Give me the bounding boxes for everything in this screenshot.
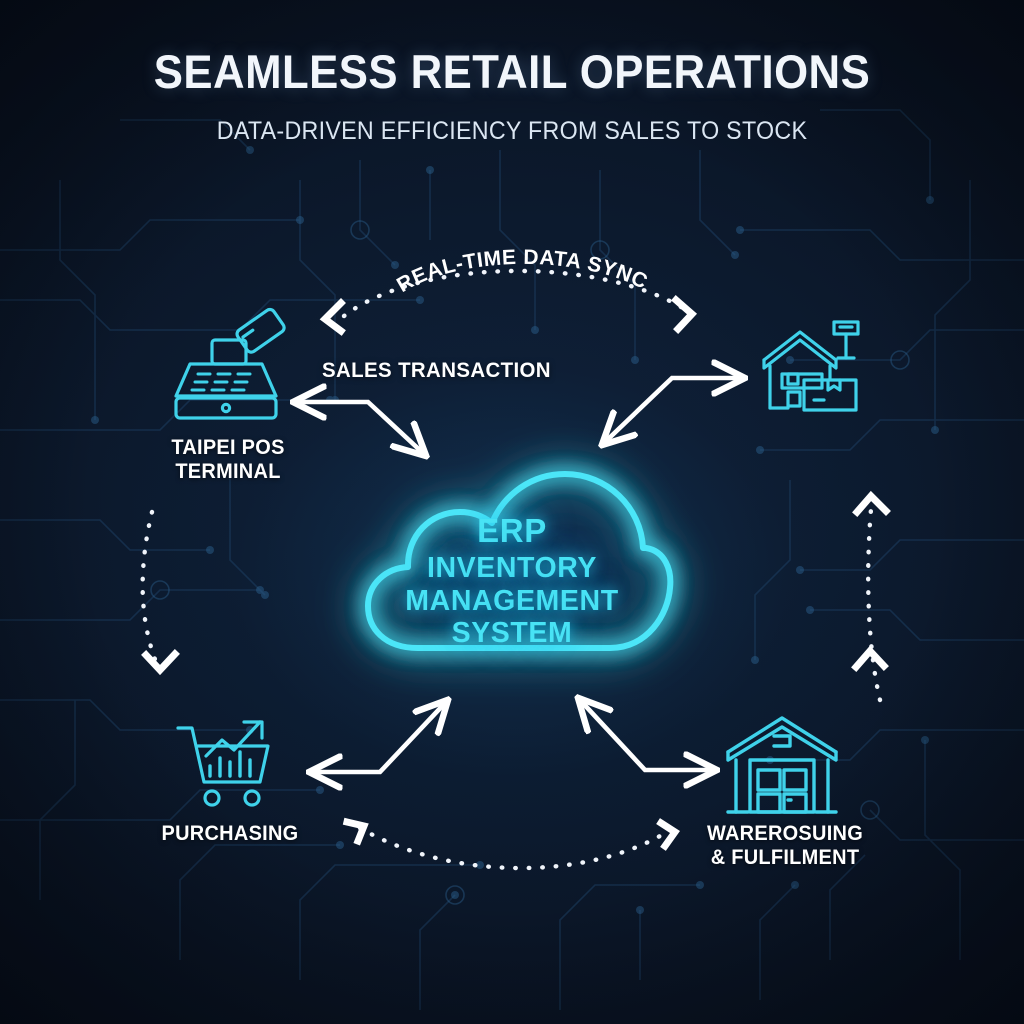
erp-cloud-shape <box>365 471 674 651</box>
arrow-pos-cloud <box>296 402 424 454</box>
flow-label-sales-transaction: SALES TRANSACTION <box>322 358 551 382</box>
shopping-cart-chart-icon <box>176 720 270 807</box>
dotted-arc-right-arrowheads <box>851 490 891 672</box>
dotted-arc-top <box>341 268 689 319</box>
dotted-arc-bottom-arrowheads <box>342 817 680 851</box>
cash-register-icon <box>174 307 286 420</box>
node-label-purchasing: PURCHASING <box>161 822 299 845</box>
node-label-warehouse: WAREROSUING & FULFILMENT <box>706 822 864 869</box>
warehouse-box-icon <box>762 320 860 412</box>
page-title: SEAMLESS RETAIL OPERATIONS <box>153 45 871 98</box>
arrow-cloud-storefront <box>604 378 742 443</box>
dotted-arc-top-arrowheads <box>319 295 698 336</box>
node-label-pos: TAIPEI POS TERMINAL <box>171 436 285 483</box>
dotted-arc-left <box>140 509 159 665</box>
dotted-arc-left-arrowhead <box>141 649 180 676</box>
arrow-purchasing-cloud <box>312 702 446 772</box>
arrow-cloud-warehouse <box>580 700 714 770</box>
page-subtitle: DATA-DRIVEN EFFICIENCY FROM SALES TO STO… <box>216 117 808 145</box>
svg-text:REAL-TIME DATA SYNC: REAL-TIME DATA SYNC <box>393 246 651 297</box>
dotted-arc-bottom <box>357 825 663 871</box>
warehouse-icon <box>726 716 838 814</box>
